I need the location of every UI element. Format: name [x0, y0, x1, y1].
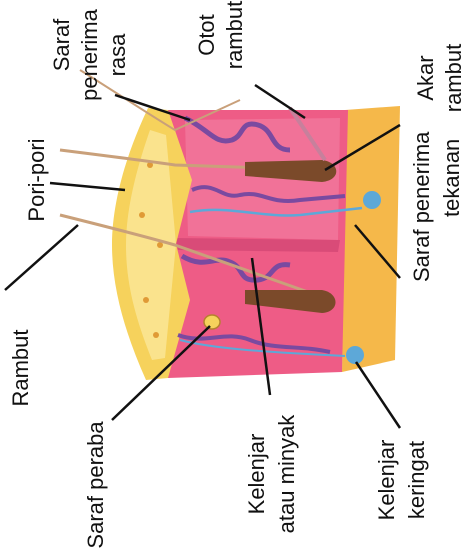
label-line: tekanan: [439, 139, 464, 217]
label-line: Otot: [194, 14, 219, 56]
label-line: Saraf: [49, 18, 74, 71]
subcutis-layer: [342, 106, 400, 372]
label-line: Kelenjar: [244, 434, 269, 515]
pore-mark: [139, 212, 145, 218]
pore-mark: [153, 332, 159, 338]
label-line: Saraf peraba: [83, 421, 108, 549]
label-line: keringat: [404, 441, 429, 519]
touch-receptor: [204, 315, 220, 329]
label-line: Saraf penerima: [409, 131, 434, 282]
pressure-receptor-upper: [363, 191, 381, 209]
label-kelenjar-keringat: Kelenjar keringat: [374, 440, 429, 521]
label-line: Pori-pori: [24, 138, 49, 221]
pore-mark: [143, 297, 149, 303]
label-saraf-penerima-tekanan: Saraf penerima tekanan: [409, 131, 464, 282]
label-line: rambut: [222, 1, 247, 69]
label-line: rasa: [105, 33, 130, 77]
leader-pori-pori: [50, 183, 125, 190]
label-otot-rambut: Otot rambut: [194, 1, 247, 69]
label-saraf-penerima-rasa: Saraf penerima rasa: [49, 8, 130, 100]
label-line: Rambut: [8, 329, 33, 406]
label-line: Akar: [413, 55, 438, 100]
label-line: rambut: [441, 44, 466, 112]
label-rambut: Rambut: [8, 329, 33, 406]
leader-kelenjar-keringat: [356, 362, 400, 428]
dermis-cut-edge: [175, 238, 340, 252]
label-line: atau minyak: [274, 414, 299, 534]
label-pori-pori: Pori-pori: [24, 138, 49, 221]
skin-block-illustration: [60, 70, 400, 380]
label-kelenjar-minyak: Kelenjar atau minyak: [244, 414, 299, 534]
label-akar-rambut: Akar rambut: [413, 44, 466, 112]
label-line: Kelenjar: [374, 440, 399, 521]
label-saraf-peraba: Saraf peraba: [83, 421, 108, 549]
leader-rambut: [5, 225, 78, 290]
sweat-gland: [346, 346, 364, 364]
label-line: penerima: [77, 8, 102, 100]
